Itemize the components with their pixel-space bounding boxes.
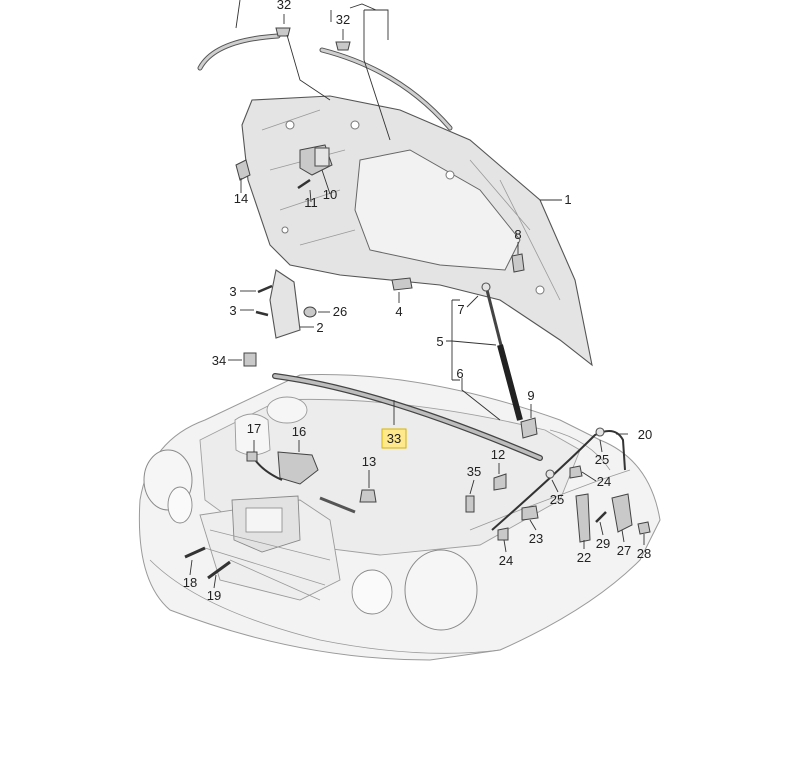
callout-number: 1 xyxy=(564,192,571,207)
callout-number: 10 xyxy=(323,187,337,202)
callout-p23: 23 xyxy=(529,531,543,546)
callout-number: 13 xyxy=(362,454,376,469)
callout-number: 24 xyxy=(597,474,611,489)
callout-p13: 13 xyxy=(362,454,376,469)
callout-p26: 26 xyxy=(333,304,347,319)
callout-p22: 22 xyxy=(577,550,591,565)
callout-number: 24 xyxy=(499,553,513,568)
callout-number: 28 xyxy=(637,546,651,561)
callout-number: 9 xyxy=(527,388,534,403)
callout-p25b: 25 xyxy=(550,492,564,507)
car-front-body xyxy=(138,374,661,661)
callout-number: 32 xyxy=(336,12,350,27)
callout-p5: 5 xyxy=(436,334,443,349)
callout-number: 34 xyxy=(212,353,226,368)
callout-p32a: 32 xyxy=(277,0,291,12)
callout-p14: 14 xyxy=(234,191,248,206)
callout-number: 26 xyxy=(333,304,347,319)
callout-p24b: 24 xyxy=(499,553,513,568)
callout-highlight xyxy=(381,428,407,449)
callout-number: 3 xyxy=(229,303,236,318)
callout-number: 4 xyxy=(395,304,402,319)
callout-number: 22 xyxy=(577,550,591,565)
callout-number: 32 xyxy=(277,0,291,12)
callout-p16: 16 xyxy=(292,424,306,439)
callout-p1: 1 xyxy=(564,192,571,207)
callout-number: 33 xyxy=(387,431,401,446)
callout-p29: 29 xyxy=(596,536,610,551)
callout-number: 2 xyxy=(316,320,323,335)
callout-p12: 12 xyxy=(491,447,505,462)
callout-p10: 10 xyxy=(323,187,337,202)
callout-p7: 7 xyxy=(457,302,464,317)
callout-number: 29 xyxy=(596,536,610,551)
hood-hinge-and-hardware xyxy=(235,144,538,439)
callout-p9: 9 xyxy=(527,388,534,403)
callout-number: 14 xyxy=(234,191,248,206)
callout-p20: 20 xyxy=(638,427,652,442)
callout-number: 11 xyxy=(304,195,318,210)
callout-p2: 2 xyxy=(316,320,323,335)
callout-number: 27 xyxy=(617,543,631,558)
callout-p3a: 3 xyxy=(229,284,236,299)
callout-p6: 6 xyxy=(456,366,463,381)
callout-p3b: 3 xyxy=(229,303,236,318)
callout-number: 25 xyxy=(550,492,564,507)
callout-number: 20 xyxy=(638,427,652,442)
callout-number: 12 xyxy=(491,447,505,462)
callout-number: 16 xyxy=(292,424,306,439)
callout-number: 35 xyxy=(467,464,481,479)
callout-number: 23 xyxy=(529,531,543,546)
callout-p24a: 24 xyxy=(597,474,611,489)
callout-p34: 34 xyxy=(212,353,226,368)
callout-number: 6 xyxy=(456,366,463,381)
callout-p33: 33 xyxy=(381,428,407,449)
callout-p17: 17 xyxy=(247,421,261,436)
callout-number: 3 xyxy=(229,284,236,299)
callout-number: 25 xyxy=(595,452,609,467)
callout-number: 7 xyxy=(457,302,464,317)
callout-p28: 28 xyxy=(637,546,651,561)
callout-number: 17 xyxy=(247,421,261,436)
callout-number: 5 xyxy=(436,334,443,349)
callout-p11: 11 xyxy=(304,195,318,210)
callout-p35: 35 xyxy=(467,464,481,479)
callout-p25a: 25 xyxy=(595,452,609,467)
callout-p32b: 32 xyxy=(336,12,350,27)
callout-p8: 8 xyxy=(514,227,521,242)
callout-number: 8 xyxy=(514,227,521,242)
callout-p18: 18 xyxy=(183,575,197,590)
callout-number: 18 xyxy=(183,575,197,590)
callout-number: 19 xyxy=(207,588,221,603)
lock-and-release-parts xyxy=(184,427,651,580)
callout-p19: 19 xyxy=(207,588,221,603)
callout-p4: 4 xyxy=(395,304,402,319)
callout-p27: 27 xyxy=(617,543,631,558)
leader-lines xyxy=(189,0,645,589)
